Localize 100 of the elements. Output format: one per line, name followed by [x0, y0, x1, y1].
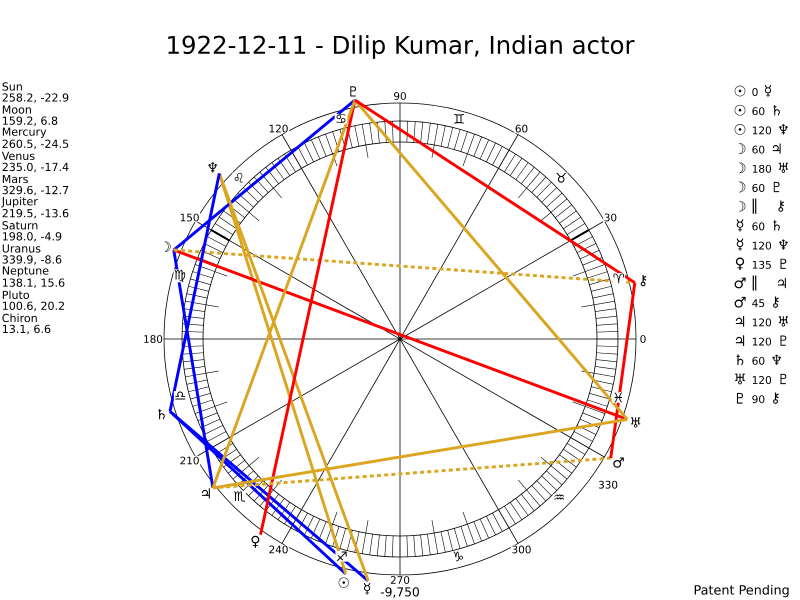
planet-symbol: ♆ [778, 124, 788, 135]
aspect-angle: 120 [752, 338, 772, 346]
position-text: 198.0, -4.9 [2, 232, 62, 242]
planet-symbol: ⚷ [778, 200, 784, 212]
planet-symbol: ♅ [778, 316, 788, 327]
aspect-angle: 60 [752, 184, 764, 192]
planet-symbol: ☿ [764, 85, 772, 97]
aspect-line [354, 98, 636, 284]
degree-label: 210 [178, 456, 200, 466]
aspect-angle: 135 [752, 260, 771, 269]
planet-symbol: ♃ [772, 144, 781, 154]
planet-symbol: ♀ [736, 258, 744, 270]
planet-symbol: ☉ [734, 124, 746, 135]
planet-symbol: ☿ [736, 238, 744, 251]
planet-symbol: ♇ [736, 392, 744, 404]
zodiac-symbol: ♊ [452, 114, 466, 124]
degree-label: 300 [510, 544, 532, 554]
planet-name: Saturn [2, 221, 38, 230]
aspect-angle: 60 [752, 356, 764, 365]
aspect-angle: 45 [752, 299, 764, 308]
degree-label: 90 [392, 91, 408, 101]
degree-label: 150 [178, 212, 200, 222]
aspect-line [212, 100, 356, 488]
planet-name: Chiron [2, 314, 37, 322]
parallel-symbol: ∥ [752, 198, 756, 214]
planet-symbol: ☽ [738, 143, 746, 154]
position-text: 258.2, -22.9 [2, 93, 68, 103]
degree-label: 120 [268, 124, 290, 134]
degree-label: 60 [514, 124, 529, 134]
footer-note: Patent Pending [694, 584, 789, 598]
aspect-line [172, 250, 214, 488]
value-label: -9,750 [380, 587, 419, 598]
planet-symbol: ♃ [778, 278, 786, 288]
planet-symbol: ☿ [364, 583, 370, 595]
position-text: 329.6, -12.7 [2, 186, 68, 196]
aspect-angle: 0 [752, 88, 758, 96]
aspect-angle: 60 [752, 222, 764, 230]
aspect-line [354, 99, 628, 420]
planet-symbol: ♃ [736, 316, 744, 327]
planet-symbol: ♄ [736, 354, 744, 366]
planet-symbol: ♂ [613, 457, 624, 468]
position-text: 260.5, -24.5 [2, 140, 68, 150]
planet-name: Mars [2, 174, 28, 184]
position-text: 159.2, 6.8 [2, 116, 58, 126]
aspect-angle: 120 [752, 126, 772, 134]
planet-symbol: ♀ [251, 536, 260, 548]
planet-symbol: ♅ [778, 162, 788, 173]
planet-name: Neptune [2, 266, 48, 277]
aspect-line [168, 173, 221, 412]
planet-symbol: ♅ [631, 417, 640, 428]
planet-symbol: ♄ [158, 409, 165, 420]
aspect-line [218, 172, 370, 582]
planet-name: Pluto [2, 290, 30, 300]
aspect-line [172, 98, 356, 252]
planet-symbol: ♅ [735, 374, 745, 384]
planet-symbol: ☿ [736, 219, 744, 232]
planet-symbol: ☉ [338, 577, 349, 588]
planet-symbol: ♇ [350, 86, 356, 96]
planet-symbol: ☽ [738, 182, 746, 192]
position-text: 138.1, 15.6 [2, 278, 64, 288]
planet-symbol: ♃ [202, 488, 210, 498]
planet-symbol: ♄ [773, 220, 780, 231]
planet-symbol: ⚷ [640, 274, 646, 286]
planet-name: Mercury [2, 128, 46, 138]
aspect-line [609, 282, 636, 458]
position-text: 100.6, 20.2 [2, 302, 64, 312]
planet-symbol: ♇ [780, 336, 786, 346]
planet-name: Sun [2, 82, 22, 91]
planet-symbol: ♆ [208, 162, 218, 173]
degree-label: 0 [639, 334, 647, 344]
chart-title: 1922-12-11 - Dilip Kumar, Indian actor [168, 35, 635, 59]
planet-name: Jupiter [1, 196, 38, 208]
planet-symbol: ♄ [773, 105, 780, 116]
aspect-angle: 120 [752, 242, 772, 250]
degree-label: 30 [603, 212, 618, 222]
position-text: 219.5, -13.6 [2, 209, 68, 219]
planet-name: Uranus [2, 244, 40, 253]
planet-symbol: ♆ [778, 240, 788, 250]
degree-label: 180 [142, 334, 164, 344]
planet-symbol: ☽ [164, 242, 171, 252]
position-text: 13.1, 6.6 [2, 324, 50, 334]
planet-symbol: ♇ [780, 374, 786, 384]
planet-symbol: ☽ [738, 162, 746, 174]
planet-symbol: ☉ [734, 86, 746, 96]
position-text: 235.0, -17.4 [2, 162, 68, 172]
planet-symbol: ♇ [780, 258, 786, 269]
aspect-line [212, 456, 611, 490]
planet-symbol: ♂ [734, 296, 746, 308]
degree-label: 240 [268, 544, 290, 554]
degree-label: 270 [389, 575, 411, 585]
planet-symbol: ♇ [774, 182, 780, 192]
planet-symbol: ♃ [736, 335, 744, 346]
planet-symbol: ☉ [734, 104, 746, 116]
aspect-angle: 120 [752, 318, 772, 326]
planet-symbol: ⚷ [773, 296, 779, 308]
aspect-angle: 60 [752, 107, 764, 116]
aspect-angle: 60 [752, 146, 764, 154]
aspect-angle: 180 [752, 164, 772, 173]
planet-symbol: ⚷ [773, 392, 779, 404]
position-text: 339.9, -8.6 [2, 255, 62, 265]
